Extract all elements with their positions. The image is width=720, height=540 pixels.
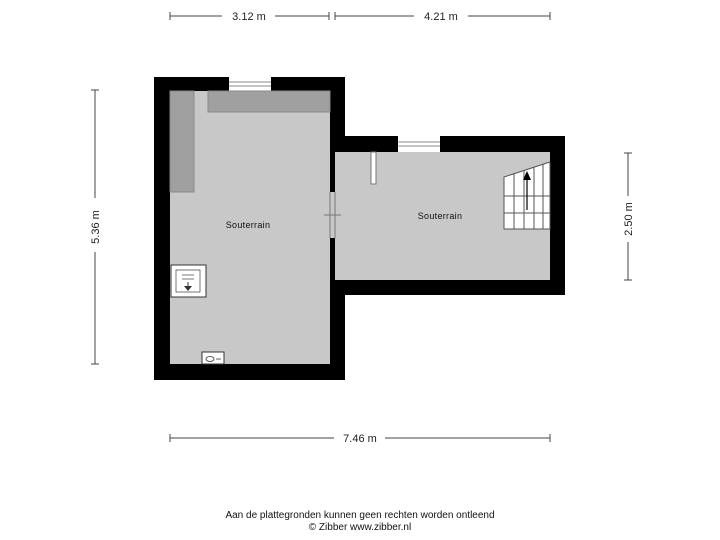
- window-top-right: [398, 136, 440, 152]
- meter-icon: [201, 351, 225, 365]
- room-label-left: Souterrain: [226, 220, 271, 230]
- counter-top: [207, 90, 331, 113]
- staircase: [503, 161, 551, 230]
- dimension-label-top-right: 4.21 m: [424, 11, 458, 23]
- dimension-top-right: [334, 12, 551, 20]
- dimension-label-bottom: 7.46 m: [343, 433, 377, 445]
- post-right: [370, 151, 377, 185]
- appliance-icon: [170, 264, 207, 298]
- dimension-label-right: 2.50 m: [623, 202, 635, 236]
- dimension-label-left: 5.36 m: [90, 210, 102, 244]
- dimension-top-left: [169, 12, 330, 20]
- disclaimer-text: Aan de plattegronden kunnen geen rechten…: [225, 510, 495, 521]
- dimension-left: [91, 89, 99, 365]
- opening-marks: [324, 192, 341, 238]
- copyright-text: © Zibber www.zibber.nl: [308, 522, 412, 533]
- dimension-right: [624, 152, 632, 281]
- room-label-right: Souterrain: [418, 211, 463, 221]
- dimension-label-top-left: 3.12 m: [232, 11, 266, 23]
- window-top-left: [229, 77, 271, 91]
- dimension-bottom: [169, 434, 551, 442]
- room-floor-left: [170, 91, 330, 364]
- counter-left: [169, 90, 195, 193]
